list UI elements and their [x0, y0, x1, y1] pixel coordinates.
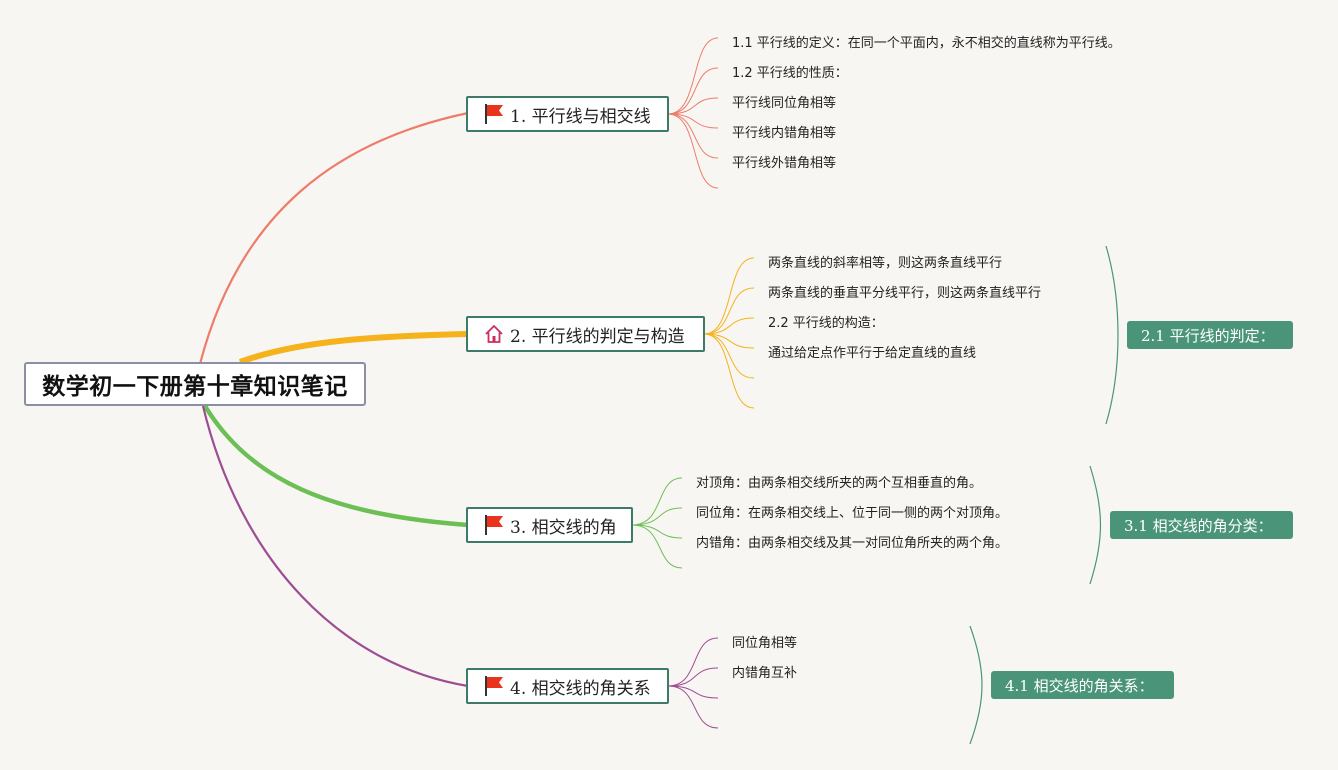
- branch-topic-2[interactable]: 2. 平行线的判定与构造: [466, 316, 705, 352]
- connector-branch-4: [201, 405, 469, 688]
- leaf-connectors-4: [667, 637, 719, 729]
- branch-label-1: 1. 平行线与相交线: [510, 106, 651, 127]
- leaf-2-3[interactable]: 2.2 平行线的构造：: [768, 316, 884, 331]
- leaf-3-2[interactable]: 同位角：在两条相交线上、位于同一侧的两个对顶角。: [696, 506, 1009, 521]
- leaf-3-3[interactable]: 内错角：由两条相交线及其一对同位角所夹的两个角。: [696, 536, 1009, 551]
- connector-branch-3: [203, 404, 469, 528]
- leaf-1-4[interactable]: 平行线内错角相等: [732, 126, 837, 141]
- branch-topic-4[interactable]: 4. 相交线的角关系: [466, 668, 669, 704]
- leaf-4-2[interactable]: 内错角互补: [732, 666, 798, 681]
- branch-label-4: 4. 相交线的角关系: [510, 678, 651, 699]
- house-icon: [485, 325, 503, 343]
- summary-3[interactable]: 3.1 相交线的角分类：: [1110, 511, 1293, 539]
- leaf-connectors-1: [667, 37, 719, 189]
- summary-2[interactable]: 2.1 平行线的判定：: [1127, 321, 1293, 349]
- leaf-1-5[interactable]: 平行线外错角相等: [732, 156, 837, 171]
- summary-bracket-3: [1089, 465, 1102, 585]
- branch-label-3: 3. 相交线的角: [510, 517, 617, 538]
- red-flag-icon: [485, 515, 503, 535]
- branch-topic-1[interactable]: 1. 平行线与相交线: [466, 96, 669, 132]
- leaf-2-4[interactable]: 通过给定点作平行于给定直线的直线: [768, 346, 977, 361]
- red-flag-icon: [485, 676, 503, 696]
- branch-topic-3[interactable]: 3. 相交线的角: [466, 507, 633, 543]
- root-topic[interactable]: 数学初一下册第十章知识笔记: [24, 362, 366, 406]
- connector-branch-1: [198, 111, 469, 365]
- branch-label-2: 2. 平行线的判定与构造: [510, 326, 685, 347]
- leaf-4-1[interactable]: 同位角相等: [732, 636, 798, 651]
- leaf-connectors-2: [703, 257, 755, 409]
- red-flag-icon: [485, 104, 503, 124]
- summary-4[interactable]: 4.1 相交线的角关系：: [991, 671, 1174, 699]
- summary-bracket-4: [969, 625, 983, 745]
- leaf-connectors-3: [631, 477, 683, 569]
- leaf-2-1[interactable]: 两条直线的斜率相等，则这两条直线平行: [768, 256, 1003, 271]
- leaf-1-3[interactable]: 平行线同位角相等: [732, 96, 837, 111]
- connector-branch-2: [238, 331, 469, 365]
- leaf-1-1[interactable]: 1.1 平行线的定义：在同一个平面内，永不相交的直线称为平行线。: [732, 36, 1121, 51]
- summary-bracket-2: [1105, 245, 1119, 425]
- leaf-2-2[interactable]: 两条直线的垂直平分线平行，则这两条直线平行: [768, 286, 1042, 301]
- leaf-3-1[interactable]: 对顶角：由两条相交线所夹的两个互相垂直的角。: [696, 476, 983, 491]
- leaf-1-2[interactable]: 1.2 平行线的性质：: [732, 66, 848, 81]
